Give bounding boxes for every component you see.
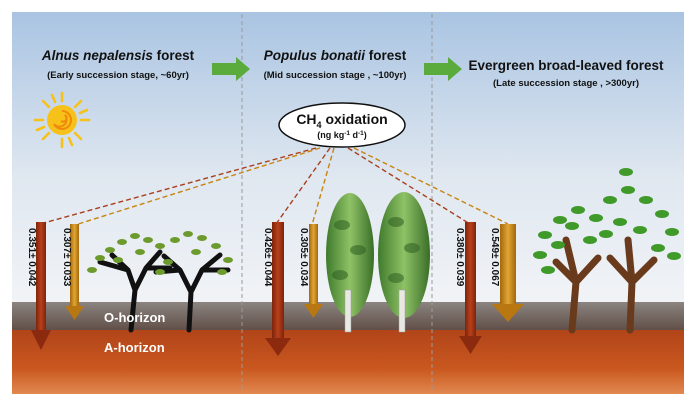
- arrow-mid-a: [265, 222, 291, 356]
- svg-text:CH4 oxidation: CH4 oxidation: [296, 111, 387, 130]
- stage-late-desc: (Late succession stage , >300yr): [493, 78, 639, 89]
- populus-trees: [326, 192, 430, 333]
- stage-early-title: Alnus nepalensis forest: [41, 48, 195, 63]
- succession-arrow-1: [212, 57, 250, 81]
- a-horizon-label: A-horizon: [104, 340, 165, 355]
- ch4-oxidation-label: CH4 oxidation (ng kg-1 d-1): [278, 102, 406, 148]
- value-early-a: 0.351± 0.042: [26, 228, 37, 287]
- broadleaf-trees: [533, 168, 681, 334]
- stage-late-title: Evergreen broad-leaved forest: [468, 58, 664, 73]
- stage-mid-desc: (Mid succession stage , ~100yr): [264, 70, 407, 81]
- arrow-late-o: [492, 224, 524, 322]
- alnus-trees: [87, 231, 233, 333]
- value-late-a: 0.380± 0.039: [454, 228, 465, 287]
- svg-text:(ng kg-1 d-1): (ng kg-1 d-1): [317, 130, 367, 140]
- arrow-early-o: [65, 224, 84, 320]
- arrow-late-a: [459, 222, 482, 354]
- arrow-early-a: [31, 222, 51, 350]
- stage-early-desc: (Early succession stage, ~60yr): [47, 70, 189, 81]
- o-horizon-label: O-horizon: [104, 310, 165, 325]
- value-late-o: 0.549± 0.067: [489, 228, 500, 287]
- a-horizon-layer: [12, 330, 684, 394]
- arrow-mid-o: [304, 224, 323, 318]
- value-mid-a: 0.426± 0.044: [262, 228, 273, 287]
- succession-arrow-2: [424, 57, 462, 81]
- value-mid-o: 0.305± 0.034: [298, 228, 309, 287]
- sun-icon: [33, 91, 91, 149]
- stage-mid-title: Populus bonatii forest: [264, 48, 407, 63]
- value-early-o: 0.307± 0.033: [61, 228, 72, 287]
- connector-lines: [39, 147, 509, 226]
